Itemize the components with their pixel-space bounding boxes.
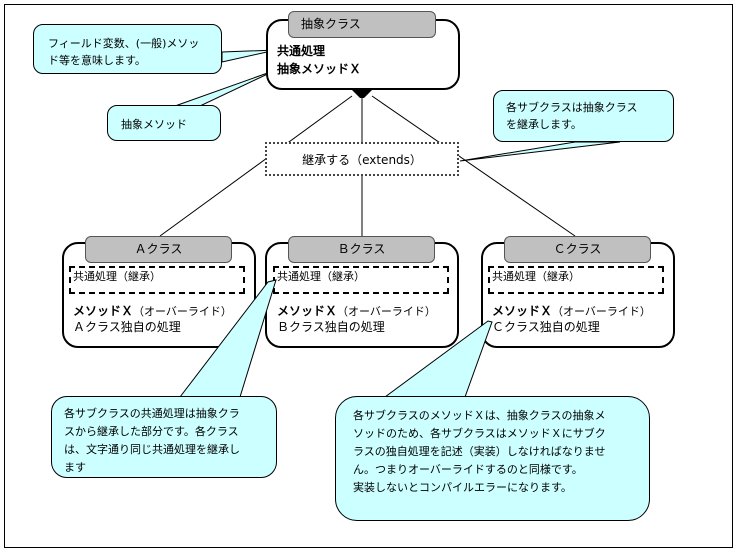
callout-abstract-method-line: 抽象メソッド	[121, 118, 187, 131]
subclass-a-method-note: （オーバーライド）	[133, 305, 232, 318]
subclass-c-method-note: （オーバーライド）	[552, 305, 651, 318]
subclass-a-own-process: Ａクラス独自の処理	[73, 320, 181, 334]
subclass-b-method: メソッドＸ（オーバーライド）	[277, 302, 436, 321]
callout-common-line: ます	[64, 461, 86, 474]
callout-override-line: 実装しないとコンパイルエラーになります。	[353, 481, 572, 494]
abstract-method-x: 抽象メソッドＸ	[277, 62, 362, 76]
extends-label: 継承する（extends）	[265, 142, 459, 176]
abstract-common-process: 共通処理	[277, 44, 326, 58]
callout-tail-fields	[221, 49, 277, 63]
subclass-b-method-note: （オーバーライド）	[337, 305, 436, 318]
subclass-a-inherited: 共通処理（継承）	[69, 266, 245, 294]
callout-override-line: ソッドのため、各サブクラスはメソッドＸにサブク	[353, 427, 606, 440]
subclass-c-title: Ｃクラス	[504, 236, 651, 263]
subclass-b-method-name: メソッドＸ	[277, 304, 338, 318]
subclass-b-inherited: 共通処理（継承）	[273, 266, 449, 294]
diagram-frame	[4, 4, 733, 548]
callout-tail-inherit	[459, 141, 621, 162]
callout-override-line: ラスの独自処理を記述（実装）しなければなりませ	[353, 445, 606, 458]
callout-tail-abstract-method	[174, 69, 277, 107]
extends-line-a	[159, 95, 353, 237]
callout-abstract-method: 抽象メソッド	[107, 105, 221, 141]
subclass-c-method-name: メソッドＸ	[492, 304, 553, 318]
callout-common-line: は、文字通り同じ共通処理を継承し	[64, 443, 240, 456]
extends-line-c	[371, 95, 576, 237]
subclass-c-own-process: Ｃクラス独自の処理	[492, 320, 600, 334]
callout-inherit-line: 各サブクラスは抽象クラス	[506, 101, 638, 114]
subclass-c-inherited: 共通処理（継承）	[488, 266, 664, 294]
callout-inherit: 各サブクラスは抽象クラス を継承します。	[493, 90, 674, 142]
abstract-class-title: 抽象クラス	[288, 11, 436, 38]
callout-override-line: ん。つまりオーバーライドするのと同様です。	[353, 463, 583, 476]
callout-common-line: スから継承した部分です。各クラス	[64, 425, 239, 438]
callout-fields-line: フィールド変数、(一般)メソッ	[48, 37, 200, 50]
subclass-b-title: Ｂクラス	[288, 236, 435, 263]
callout-fields-line: ド等を意味します。	[48, 54, 146, 67]
callout-inherit-line: を継承します。	[506, 118, 582, 131]
callout-common: 各サブクラスの共通処理は抽象クラ スから継承した部分です。各クラス は、文字通り…	[51, 396, 277, 478]
callout-fields: フィールド変数、(一般)メソッ ド等を意味します。	[33, 24, 222, 74]
inheritance-arrowhead	[352, 90, 372, 98]
subclass-a-method-name: メソッドＸ	[73, 304, 134, 318]
subclass-a-title: Ａクラス	[85, 236, 232, 263]
callout-override-line: 各サブクラスのメソッドＸは、抽象クラスの抽象メ	[353, 409, 606, 422]
callout-common-line: 各サブクラスの共通処理は抽象クラ	[64, 407, 240, 420]
subclass-c-method: メソッドＸ（オーバーライド）	[492, 302, 651, 321]
callout-override: 各サブクラスのメソッドＸは、抽象クラスの抽象メ ソッドのため、各サブクラスはメソ…	[335, 396, 650, 521]
subclass-b-own-process: Ｂクラス独自の処理	[277, 320, 385, 334]
